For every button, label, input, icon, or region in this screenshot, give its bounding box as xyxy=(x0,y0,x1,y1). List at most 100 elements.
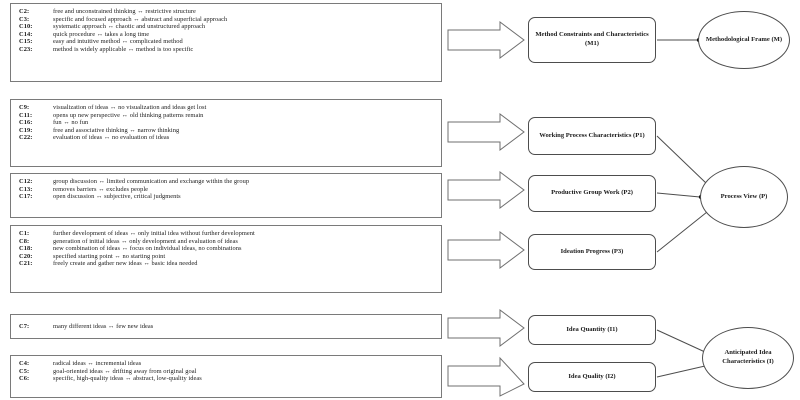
criterion-text: specified starting point ↔ no starting p… xyxy=(53,252,166,260)
criterion-row: C23: method is widely applicable ↔ metho… xyxy=(19,46,435,54)
criteria-panel-m1: C2: free and unconstrained thinking ↔ re… xyxy=(10,3,442,82)
criterion-row: C10: systematic approach ↔ chaotic and u… xyxy=(19,23,435,31)
criterion-row: C9: visualization of ideas ↔ no visualiz… xyxy=(19,104,435,112)
criterion-text: further development of ideas ↔ only init… xyxy=(53,230,255,237)
criterion-row: C2: free and unconstrained thinking ↔ re… xyxy=(19,8,435,16)
criterion-code: C17: xyxy=(19,193,33,201)
criterion-code: C10: xyxy=(19,23,33,31)
block-arrow-i1 xyxy=(447,309,525,347)
construct-box-i1[interactable]: Idea Quantity (I1) xyxy=(528,315,656,345)
criterion-row: C13: removes barriers ↔ excludes people xyxy=(19,186,435,194)
criterion-row: C7: many different ideas ↔ few new ideas xyxy=(19,323,153,331)
criterion-text: removes barriers ↔ excludes people xyxy=(53,185,149,193)
criterion-row: C15: easy and intuitive method ↔ complic… xyxy=(19,38,435,46)
criterion-row: C12: group discussion ↔ limited communic… xyxy=(19,178,435,186)
construct-box-p3[interactable]: Ideation Progress (P3) xyxy=(528,234,656,270)
criterion-row: C4: radical ideas ↔ incremental ideas xyxy=(19,360,435,368)
criterion-row: C14: quick procedure ↔ takes a long time xyxy=(19,31,435,39)
criterion-code: C3: xyxy=(19,15,30,23)
criterion-code: C14: xyxy=(19,30,33,38)
connector-i1-to-i xyxy=(656,329,706,353)
criterion-text: evaluation of ideas ↔ no evaluation of i… xyxy=(53,134,170,142)
criterion-row: C1: further development of ideas ↔ only … xyxy=(19,230,435,238)
criteria-panel-p2: C12: group discussion ↔ limited communic… xyxy=(10,173,442,218)
criterion-row: C17: open discussion ↔ subjective, criti… xyxy=(19,193,435,201)
criterion-code: C15: xyxy=(19,38,33,46)
criterion-text: method is widely applicable ↔ method is … xyxy=(53,45,194,53)
criterion-code: C23: xyxy=(19,45,33,53)
construct-label: Method Constraints and Characteristics (… xyxy=(535,31,649,47)
construct-label: Idea Quality (I2) xyxy=(568,372,616,380)
outcome-label: Methodological Frame (M) xyxy=(705,35,783,43)
criterion-code: C5: xyxy=(19,367,30,375)
criterion-code: C7: xyxy=(19,322,30,330)
construct-label: Ideation Progress (P3) xyxy=(560,247,624,255)
block-arrow-m1 xyxy=(447,21,525,59)
criterion-text: free and unconstrained thinking ↔ restri… xyxy=(53,8,196,15)
criterion-text: many different ideas ↔ few new ideas xyxy=(53,322,154,330)
connector-p2-to-p xyxy=(656,192,701,198)
construct-box-m1[interactable]: Method Constraints and Characteristics (… xyxy=(528,17,656,63)
criterion-code: C1: xyxy=(19,230,30,237)
criterion-text: new combination of ideas ↔ focus on indi… xyxy=(53,245,242,253)
criterion-row: C16: fun ↔ no fun xyxy=(19,119,435,127)
construct-box-p2[interactable]: Productive Group Work (P2) xyxy=(528,175,656,212)
criterion-code: C2: xyxy=(19,8,30,15)
criterion-row: C22: evaluation of ideas ↔ no evaluation… xyxy=(19,134,435,142)
criteria-panel-i2: C4: radical ideas ↔ incremental ideas C5… xyxy=(10,355,442,398)
criterion-text: open discussion ↔ subjective, critical j… xyxy=(53,193,181,201)
construct-box-p1[interactable]: Working Process Characteristics (P1) xyxy=(528,117,656,155)
criterion-code: C16: xyxy=(19,119,33,127)
criterion-text: radical ideas ↔ incremental ideas xyxy=(53,360,142,367)
outcome-label: Process View (P) xyxy=(720,192,768,200)
criterion-text: opens up new perspective ↔ old thinking … xyxy=(53,111,204,119)
criterion-text: fun ↔ no fun xyxy=(53,119,89,127)
criterion-code: C19: xyxy=(19,126,33,134)
criterion-code: C13: xyxy=(19,185,33,193)
criterion-row: C18: new combination of ideas ↔ focus on… xyxy=(19,245,435,253)
criterion-code: C11: xyxy=(19,111,33,119)
criterion-text: goal-oriented ideas ↔ drifting away from… xyxy=(53,367,197,375)
criterion-row: C11: opens up new perspective ↔ old thin… xyxy=(19,112,435,120)
criterion-text: generation of initial ideas ↔ only devel… xyxy=(53,237,238,245)
criterion-text: specific and focused approach ↔ abstract… xyxy=(53,15,228,23)
block-arrow-p3 xyxy=(447,231,525,269)
block-arrow-i2 xyxy=(447,356,525,397)
block-arrow-p2 xyxy=(447,171,525,209)
criterion-code: C6: xyxy=(19,375,30,383)
construct-label: Productive Group Work (P2) xyxy=(551,189,633,197)
criterion-row: C5: goal-oriented ideas ↔ drifting away … xyxy=(19,368,435,376)
connector-p1-to-p xyxy=(656,135,708,185)
outcome-ellipse-i[interactable]: Anticipated Idea Characteristics (I) xyxy=(702,327,794,389)
criterion-row: C19: free and associative thinking ↔ nar… xyxy=(19,127,435,135)
construct-label: Working Process Characteristics (P1) xyxy=(539,131,645,139)
outcome-ellipse-m[interactable]: Methodological Frame (M) xyxy=(698,11,790,69)
criterion-row: C20: specified starting point ↔ no start… xyxy=(19,253,435,261)
criteria-panel-i1: C7: many different ideas ↔ few new ideas xyxy=(10,314,442,339)
criterion-row: C3: specific and focused approach ↔ abst… xyxy=(19,16,435,24)
criteria-panel-p3: C1: further development of ideas ↔ only … xyxy=(10,225,442,293)
outcome-label: Anticipated Idea Characteristics (I) xyxy=(722,349,774,365)
criterion-text: quick procedure ↔ takes a long time xyxy=(53,30,150,38)
criterion-row: C6: specific, high-quality ideas ↔ abstr… xyxy=(19,375,435,383)
construct-box-i2[interactable]: Idea Quality (I2) xyxy=(528,362,656,392)
criterion-code: C4: xyxy=(19,360,30,367)
criterion-code: C12: xyxy=(19,178,33,185)
connector-p3-to-p xyxy=(656,211,708,253)
criteria-panel-p1: C9: visualization of ideas ↔ no visualiz… xyxy=(10,99,442,167)
block-arrow-p1 xyxy=(447,113,525,151)
criterion-text: free and associative thinking ↔ narrow t… xyxy=(53,126,180,134)
criterion-code: C18: xyxy=(19,245,33,253)
criterion-text: easy and intuitive method ↔ complicated … xyxy=(53,38,183,46)
criterion-code: C20: xyxy=(19,252,33,260)
criterion-text: freely create and gather new ideas ↔ bas… xyxy=(53,260,198,268)
outcome-ellipse-p[interactable]: Process View (P) xyxy=(700,166,788,228)
criterion-text: specific, high-quality ideas ↔ abstract,… xyxy=(53,375,202,383)
criterion-code: C21: xyxy=(19,260,33,268)
criterion-row: C8: generation of initial ideas ↔ only d… xyxy=(19,238,435,246)
criterion-text: systematic approach ↔ chaotic and unstru… xyxy=(53,23,206,31)
construct-label: Idea Quantity (I1) xyxy=(566,325,618,333)
connector-i2-to-i xyxy=(656,365,706,378)
criterion-code: C22: xyxy=(19,134,33,142)
